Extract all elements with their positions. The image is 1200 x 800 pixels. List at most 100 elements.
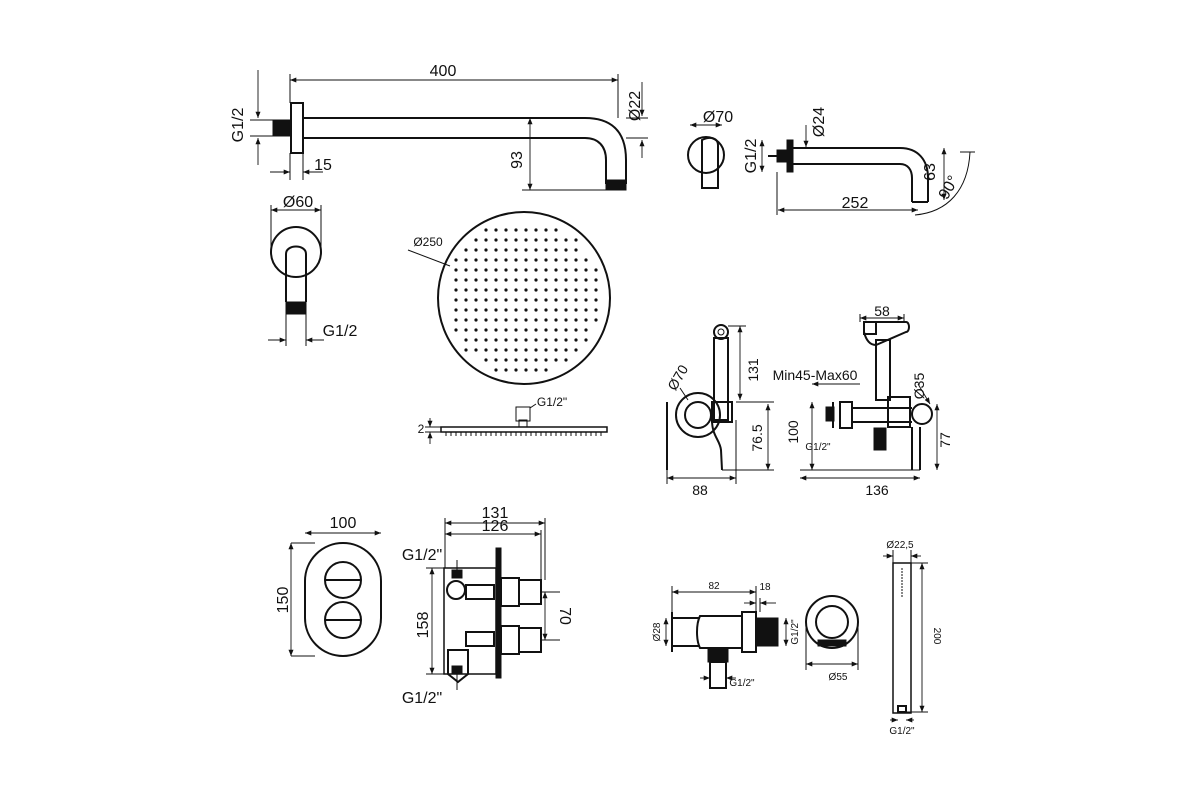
nozzle-dot xyxy=(584,258,588,262)
outlet-round-dia-label: Ø55 xyxy=(829,672,848,683)
nozzle-dot xyxy=(534,288,538,292)
nozzle-dot xyxy=(494,228,498,232)
nozzle-dot xyxy=(524,278,528,282)
nozzle-dot xyxy=(524,248,528,252)
nozzle-dot xyxy=(574,258,578,262)
nozzle-dot xyxy=(514,308,518,312)
nozzle-dot xyxy=(464,298,468,302)
nozzle-dot xyxy=(454,298,458,302)
nozzle-dot xyxy=(534,248,538,252)
nozzle-dot xyxy=(574,288,578,292)
nozzle-dot xyxy=(534,228,538,232)
nozzle-dot xyxy=(504,318,508,322)
nozzle-dot xyxy=(574,348,578,352)
nozzle-dot xyxy=(504,328,508,332)
nozzle-dot xyxy=(524,288,528,292)
nozzle-dot xyxy=(544,288,548,292)
nozzle-dot xyxy=(514,268,518,272)
nozzle-dot xyxy=(504,338,508,342)
nozzle-dot xyxy=(484,338,488,342)
spout-pipe-dia-label: Ø24 xyxy=(811,107,828,137)
spout-drawing xyxy=(687,122,975,216)
arm-wall-label: 15 xyxy=(314,157,332,174)
nozzle-dot xyxy=(564,248,568,252)
nozzle-dot xyxy=(584,338,588,342)
nozzle-dot xyxy=(454,258,458,262)
nozzle-dot xyxy=(534,258,538,262)
nozzle-dot xyxy=(494,238,498,242)
nozzle-dot xyxy=(514,358,518,362)
nozzle-dot xyxy=(484,268,488,272)
nozzle-dot xyxy=(544,228,548,232)
nozzle-dot xyxy=(534,328,538,332)
nozzle-dot xyxy=(464,318,468,322)
nozzle-dot xyxy=(554,318,558,322)
spout-length-label: 252 xyxy=(842,195,869,212)
nozzle-dot xyxy=(494,328,498,332)
outlet-drawing xyxy=(663,586,859,689)
hand-shower-length-label: 200 xyxy=(931,628,942,645)
nozzle-dot xyxy=(484,228,488,232)
nozzle-dot xyxy=(484,308,488,312)
nozzle-dot xyxy=(474,288,478,292)
nozzle-dot xyxy=(474,238,478,242)
nozzle-dot xyxy=(564,338,568,342)
nozzle-dot xyxy=(484,328,488,332)
nozzle-dot xyxy=(514,248,518,252)
bidet-front-top-label: 58 xyxy=(874,303,890,319)
nozzle-dot xyxy=(524,318,528,322)
nozzle-dot xyxy=(544,248,548,252)
nozzle-dot xyxy=(484,358,488,362)
arm-length-label: 400 xyxy=(430,63,457,80)
nozzle-dot xyxy=(514,368,518,372)
nozzle-dot xyxy=(474,338,478,342)
valve-side-height-label: 158 xyxy=(415,612,432,639)
nozzle-dot xyxy=(474,258,478,262)
head-thread-label: G1/2" xyxy=(537,395,567,409)
nozzle-dot xyxy=(574,328,578,332)
nozzle-dot xyxy=(454,308,458,312)
bidet-side-width-label: 88 xyxy=(692,482,708,498)
head-dia-label: Ø250 xyxy=(413,235,443,249)
nozzle-dot xyxy=(534,238,538,242)
outlet-thread-right-label: G1/2" xyxy=(790,619,801,645)
nozzle-dot xyxy=(464,248,468,252)
nozzle-dot xyxy=(474,248,478,252)
nozzle-dot xyxy=(594,308,598,312)
nozzle-dot xyxy=(474,268,478,272)
spout-height-label: 63 xyxy=(922,163,939,181)
hand-shower-drawing xyxy=(883,550,928,723)
shower-arm-drawing xyxy=(250,70,648,191)
nozzle-dot xyxy=(564,258,568,262)
nozzle-dot xyxy=(484,248,488,252)
valve-side-spacing-label: 70 xyxy=(556,607,573,625)
valve-side-thread-top-label: G1/2" xyxy=(402,547,442,564)
nozzle-dot xyxy=(534,348,538,352)
nozzle-dot xyxy=(464,268,468,272)
nozzle-dot xyxy=(524,238,528,242)
nozzle-dot xyxy=(514,338,518,342)
nozzle-dot xyxy=(574,338,578,342)
nozzle-dot xyxy=(504,348,508,352)
nozzle-dot xyxy=(544,258,548,262)
nozzle-dot xyxy=(514,228,518,232)
bidet-front-thread-label: G1/2" xyxy=(805,442,831,453)
bidet-front-drawing xyxy=(800,314,940,481)
nozzle-dot xyxy=(474,348,478,352)
nozzle-dot xyxy=(574,308,578,312)
valve-side-thread-bottom-label: G1/2" xyxy=(402,690,442,707)
spout-thread-label: G1/2 xyxy=(743,139,760,174)
nozzle-dot xyxy=(544,308,548,312)
bidet-front-range-label: Min45-Max60 xyxy=(773,367,858,383)
nozzle-dot xyxy=(504,228,508,232)
nozzle-dot xyxy=(504,258,508,262)
outlet-dia-label: Ø28 xyxy=(652,622,663,641)
nozzle-dot xyxy=(464,258,468,262)
shower-head-drawing xyxy=(407,211,611,444)
nozzle-dot xyxy=(584,328,588,332)
ceiling-arm-drawing xyxy=(268,205,324,346)
nozzle-dot xyxy=(554,248,558,252)
nozzle-dot xyxy=(504,368,508,372)
nozzle-dot xyxy=(504,308,508,312)
bidet-side-top-label: 131 xyxy=(745,358,761,382)
